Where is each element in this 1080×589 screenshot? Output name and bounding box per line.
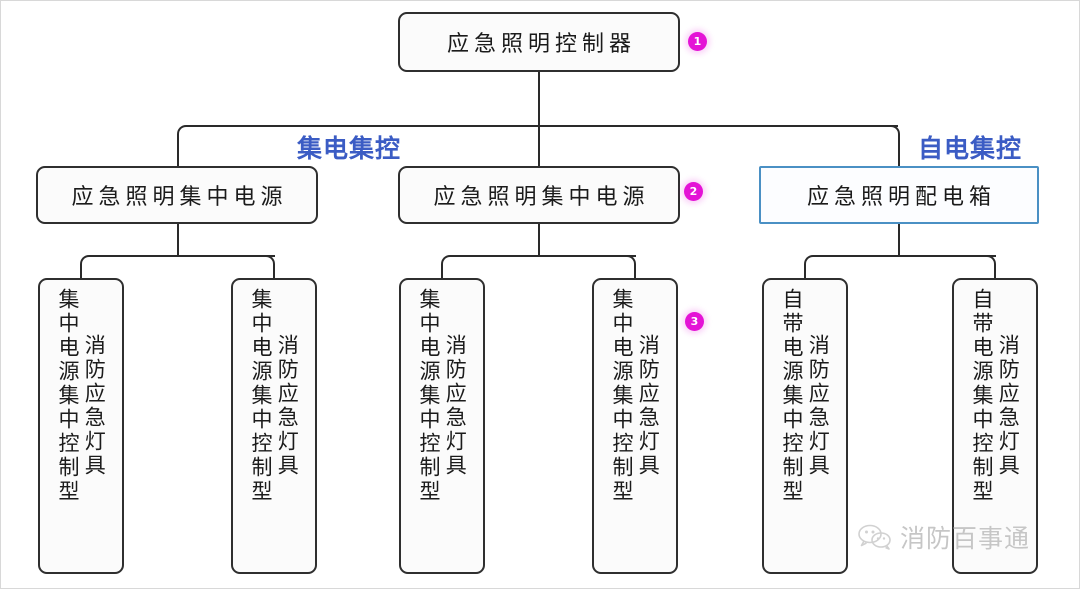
- badge-1[interactable]: 1: [688, 32, 707, 51]
- connector-drop-leaf6: [994, 267, 996, 279]
- connector-drop-leaf1: [80, 267, 82, 279]
- leaf-node-6[interactable]: 消防应急灯具 自带电源集中控制型: [952, 278, 1038, 574]
- branch-label-text: 自电集控: [918, 134, 1023, 163]
- leaf-vertical-text: 消防应急灯具 集中电源集中控制型: [401, 280, 483, 572]
- connector-bus-g1-right-elbow: [261, 255, 275, 269]
- leaf-vertical-text: 消防应急灯具 自带电源集中控制型: [764, 280, 846, 572]
- connector-drop-l2-right: [898, 137, 900, 166]
- connector-bus-l2-left-elbow: [177, 125, 191, 139]
- leaf-secondary-label: 自带电源集中控制型: [780, 288, 804, 504]
- wechat-icon: [858, 524, 891, 550]
- connector-bus-group1: [93, 255, 275, 257]
- leaf-node-4[interactable]: 消防应急灯具 集中电源集中控制型: [592, 278, 678, 574]
- connector-bus-g3-left-elbow: [804, 255, 818, 269]
- badge-label: 2: [689, 185, 698, 198]
- leaf-secondary-label: 自带电源集中控制型: [970, 288, 994, 504]
- connector-bus-g2-left-elbow: [441, 255, 455, 269]
- connector-drop-leaf5: [804, 267, 806, 279]
- connector-root-stem: [538, 72, 540, 126]
- connector-drop-l2-left: [177, 137, 179, 166]
- connector-drop-leaf4: [634, 267, 636, 279]
- leaf-vertical-text: 消防应急灯具 集中电源集中控制型: [233, 280, 315, 572]
- leaf-secondary-label: 集中电源集中控制型: [56, 288, 80, 504]
- leaf-vertical-text: 消防应急灯具 集中电源集中控制型: [40, 280, 122, 572]
- node-centralized-power-1[interactable]: 应急照明集中电源: [36, 166, 318, 224]
- badge-label: 3: [690, 315, 699, 328]
- branch-label-text: 集电集控: [297, 134, 402, 163]
- connector-bus-g2-right-elbow: [622, 255, 636, 269]
- branch-label-zi-dian-ji-kong: 自电集控: [918, 129, 1022, 165]
- badge-3[interactable]: 3: [685, 312, 704, 331]
- leaf-vertical-text: 消防应急灯具 自带电源集中控制型: [954, 280, 1036, 572]
- leaf-secondary-label: 集中电源集中控制型: [249, 288, 273, 504]
- leaf-primary-label: 消防应急灯具: [275, 334, 300, 478]
- node-emergency-lighting-controller[interactable]: 应急照明控制器: [398, 12, 680, 72]
- leaf-primary-label: 消防应急灯具: [806, 334, 831, 478]
- node-label: 应急照明控制器: [446, 32, 636, 57]
- leaf-secondary-label: 集中电源集中控制型: [610, 288, 634, 504]
- connector-stem-group1: [177, 224, 179, 256]
- leaf-node-1[interactable]: 消防应急灯具 集中电源集中控制型: [38, 278, 124, 574]
- connector-bus-group2: [454, 255, 636, 257]
- node-label: 应急照明配电箱: [806, 185, 996, 210]
- connector-bus-g3-right-elbow: [982, 255, 996, 269]
- branch-label-ji-dian-ji-kong: 集电集控: [297, 129, 401, 165]
- node-label: 应急照明集中电源: [71, 185, 288, 210]
- leaf-secondary-label: 集中电源集中控制型: [417, 288, 441, 504]
- leaf-vertical-text: 消防应急灯具 集中电源集中控制型: [594, 280, 676, 572]
- connector-stem-group3: [898, 224, 900, 256]
- leaf-node-2[interactable]: 消防应急灯具 集中电源集中控制型: [231, 278, 317, 574]
- connector-bus-g1-left-elbow: [80, 255, 94, 269]
- connector-bus-l2: [190, 125, 898, 127]
- node-centralized-power-2[interactable]: 应急照明集中电源: [398, 166, 680, 224]
- connector-drop-leaf3: [441, 267, 443, 279]
- leaf-primary-label: 消防应急灯具: [82, 334, 107, 478]
- badge-label: 1: [693, 35, 702, 48]
- connector-bus-l2-right-elbow: [886, 125, 900, 139]
- connector-stem-group2: [538, 224, 540, 256]
- leaf-primary-label: 消防应急灯具: [996, 334, 1021, 478]
- connector-drop-leaf2: [273, 267, 275, 279]
- badge-2[interactable]: 2: [684, 182, 703, 201]
- node-label: 应急照明集中电源: [433, 185, 650, 210]
- leaf-node-5[interactable]: 消防应急灯具 自带电源集中控制型: [762, 278, 848, 574]
- leaf-primary-label: 消防应急灯具: [443, 334, 468, 478]
- leaf-node-3[interactable]: 消防应急灯具 集中电源集中控制型: [399, 278, 485, 574]
- connector-drop-l2-middle: [538, 125, 540, 166]
- connector-bus-group3: [817, 255, 996, 257]
- leaf-primary-label: 消防应急灯具: [636, 334, 661, 478]
- node-distribution-box[interactable]: 应急照明配电箱: [759, 166, 1039, 224]
